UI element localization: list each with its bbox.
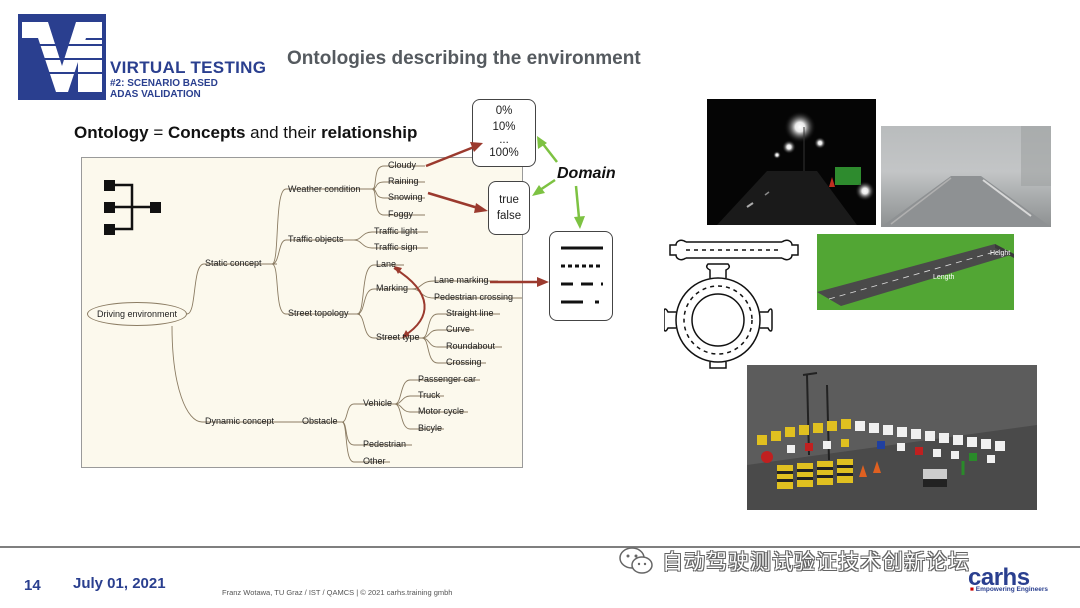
logo-title: VIRTUAL TESTING (110, 58, 267, 77)
node-pedestrian: Pedestrian (363, 439, 407, 449)
percent-10: 10% (492, 121, 516, 133)
bool-false: false (496, 210, 522, 222)
node-street-topology: Street topology (288, 308, 349, 318)
node-motor-cycle: Motor cycle (418, 406, 465, 416)
node-driving-environment: Driving environment (87, 302, 187, 326)
hierarchy-icon (104, 180, 161, 235)
wechat-icon (619, 547, 653, 574)
carhs-tagline-marker: ■ (970, 586, 974, 593)
vt-logo-icon (18, 14, 106, 100)
night-driving-image (707, 99, 876, 225)
domain-label: Domain (557, 165, 616, 182)
node-lane-marking: Lane marking (434, 275, 489, 285)
carhs-tagline: ■ Empowering Engineers (970, 586, 1048, 593)
watermark-text: 自动驾驶测试验证技术创新论坛 (662, 551, 970, 574)
bool-true: true (499, 194, 519, 206)
heading-and: and their (245, 123, 322, 142)
page-number: 14 (24, 577, 41, 594)
node-roundabout: Roundabout (446, 341, 496, 351)
domain-bool-box: true false (488, 181, 530, 235)
domain-line-style-box (549, 231, 613, 321)
node-marking: Marking (376, 283, 409, 293)
carhs-tagline-text: Empowering Engineers (975, 586, 1048, 593)
node-traffic-objects: Traffic objects (288, 234, 344, 244)
node-obstacle: Obstacle (302, 416, 338, 426)
heading-equals: = (148, 123, 168, 142)
percent-0: 0% (495, 105, 513, 117)
node-bicyle: Bicyle (418, 423, 443, 433)
node-passenger-car: Passenger car (418, 374, 477, 384)
node-foggy: Foggy (388, 209, 414, 219)
length-label: Length (933, 274, 955, 281)
line-styles-icon (561, 246, 603, 304)
node-straight-line: Straight line (446, 308, 494, 318)
slide-title: Ontologies describing the environment (287, 48, 641, 69)
node-cloudy: Cloudy (388, 160, 417, 170)
node-static-concept: Static concept (205, 258, 262, 268)
node-crossing: Crossing (446, 357, 482, 367)
logo-subtitle-2: ADAS VALIDATION (110, 89, 201, 100)
node-vehicle: Vehicle (363, 398, 393, 408)
node-traffic-light: Traffic light (374, 226, 418, 236)
node-raining: Raining (388, 176, 419, 186)
percent-ellipsis: ... (499, 134, 509, 146)
ontology-tree-panel: Driving environment Static concept Dynam… (81, 157, 523, 468)
node-curve: Curve (446, 324, 471, 334)
3d-road-image: Length Height (817, 234, 1014, 310)
height-label: Height (990, 250, 1011, 257)
ontology-heading: Ontology = Concepts and their relationsh… (74, 123, 417, 143)
percent-100: 100% (489, 147, 519, 159)
logo-text: VIRTUAL TESTING #2: SCENARIO BASED ADAS … (110, 58, 266, 100)
heading-concepts: Concepts (167, 123, 246, 142)
node-street-type: Street type (376, 332, 420, 342)
node-weather-condition: Weather condition (288, 184, 361, 194)
watermark: 自动驾驶测试验证技术创新论坛 (618, 546, 970, 576)
logo-subtitle-1: #2: SCENARIO BASED (110, 78, 218, 89)
fog-road-image (881, 126, 1051, 227)
node-lane: Lane (376, 259, 397, 269)
copyright-text: Franz Wotawa, TU Graz / IST / QAMCS | © … (222, 588, 453, 597)
node-traffic-sign: Traffic sign (374, 242, 418, 252)
heading-ontology: Ontology (74, 123, 149, 142)
tree-connectors (171, 165, 522, 463)
traffic-objects-image (747, 365, 1037, 510)
domain-percent-box: 0% 10% ... 100% (472, 99, 536, 167)
node-pedestrian-crossing: Pedestrian crossing (434, 292, 514, 302)
carhs-logo: carhs (968, 564, 1030, 591)
road-shapes-icon (664, 239, 799, 369)
slide-date: July 01, 2021 (73, 575, 166, 592)
heading-relationship: relationship (321, 123, 418, 142)
footer-divider (0, 546, 1080, 548)
node-truck: Truck (418, 390, 441, 400)
node-snowing: Snowing (388, 192, 423, 202)
node-other: Other (363, 456, 386, 466)
node-dynamic-concept: Dynamic concept (205, 416, 275, 426)
